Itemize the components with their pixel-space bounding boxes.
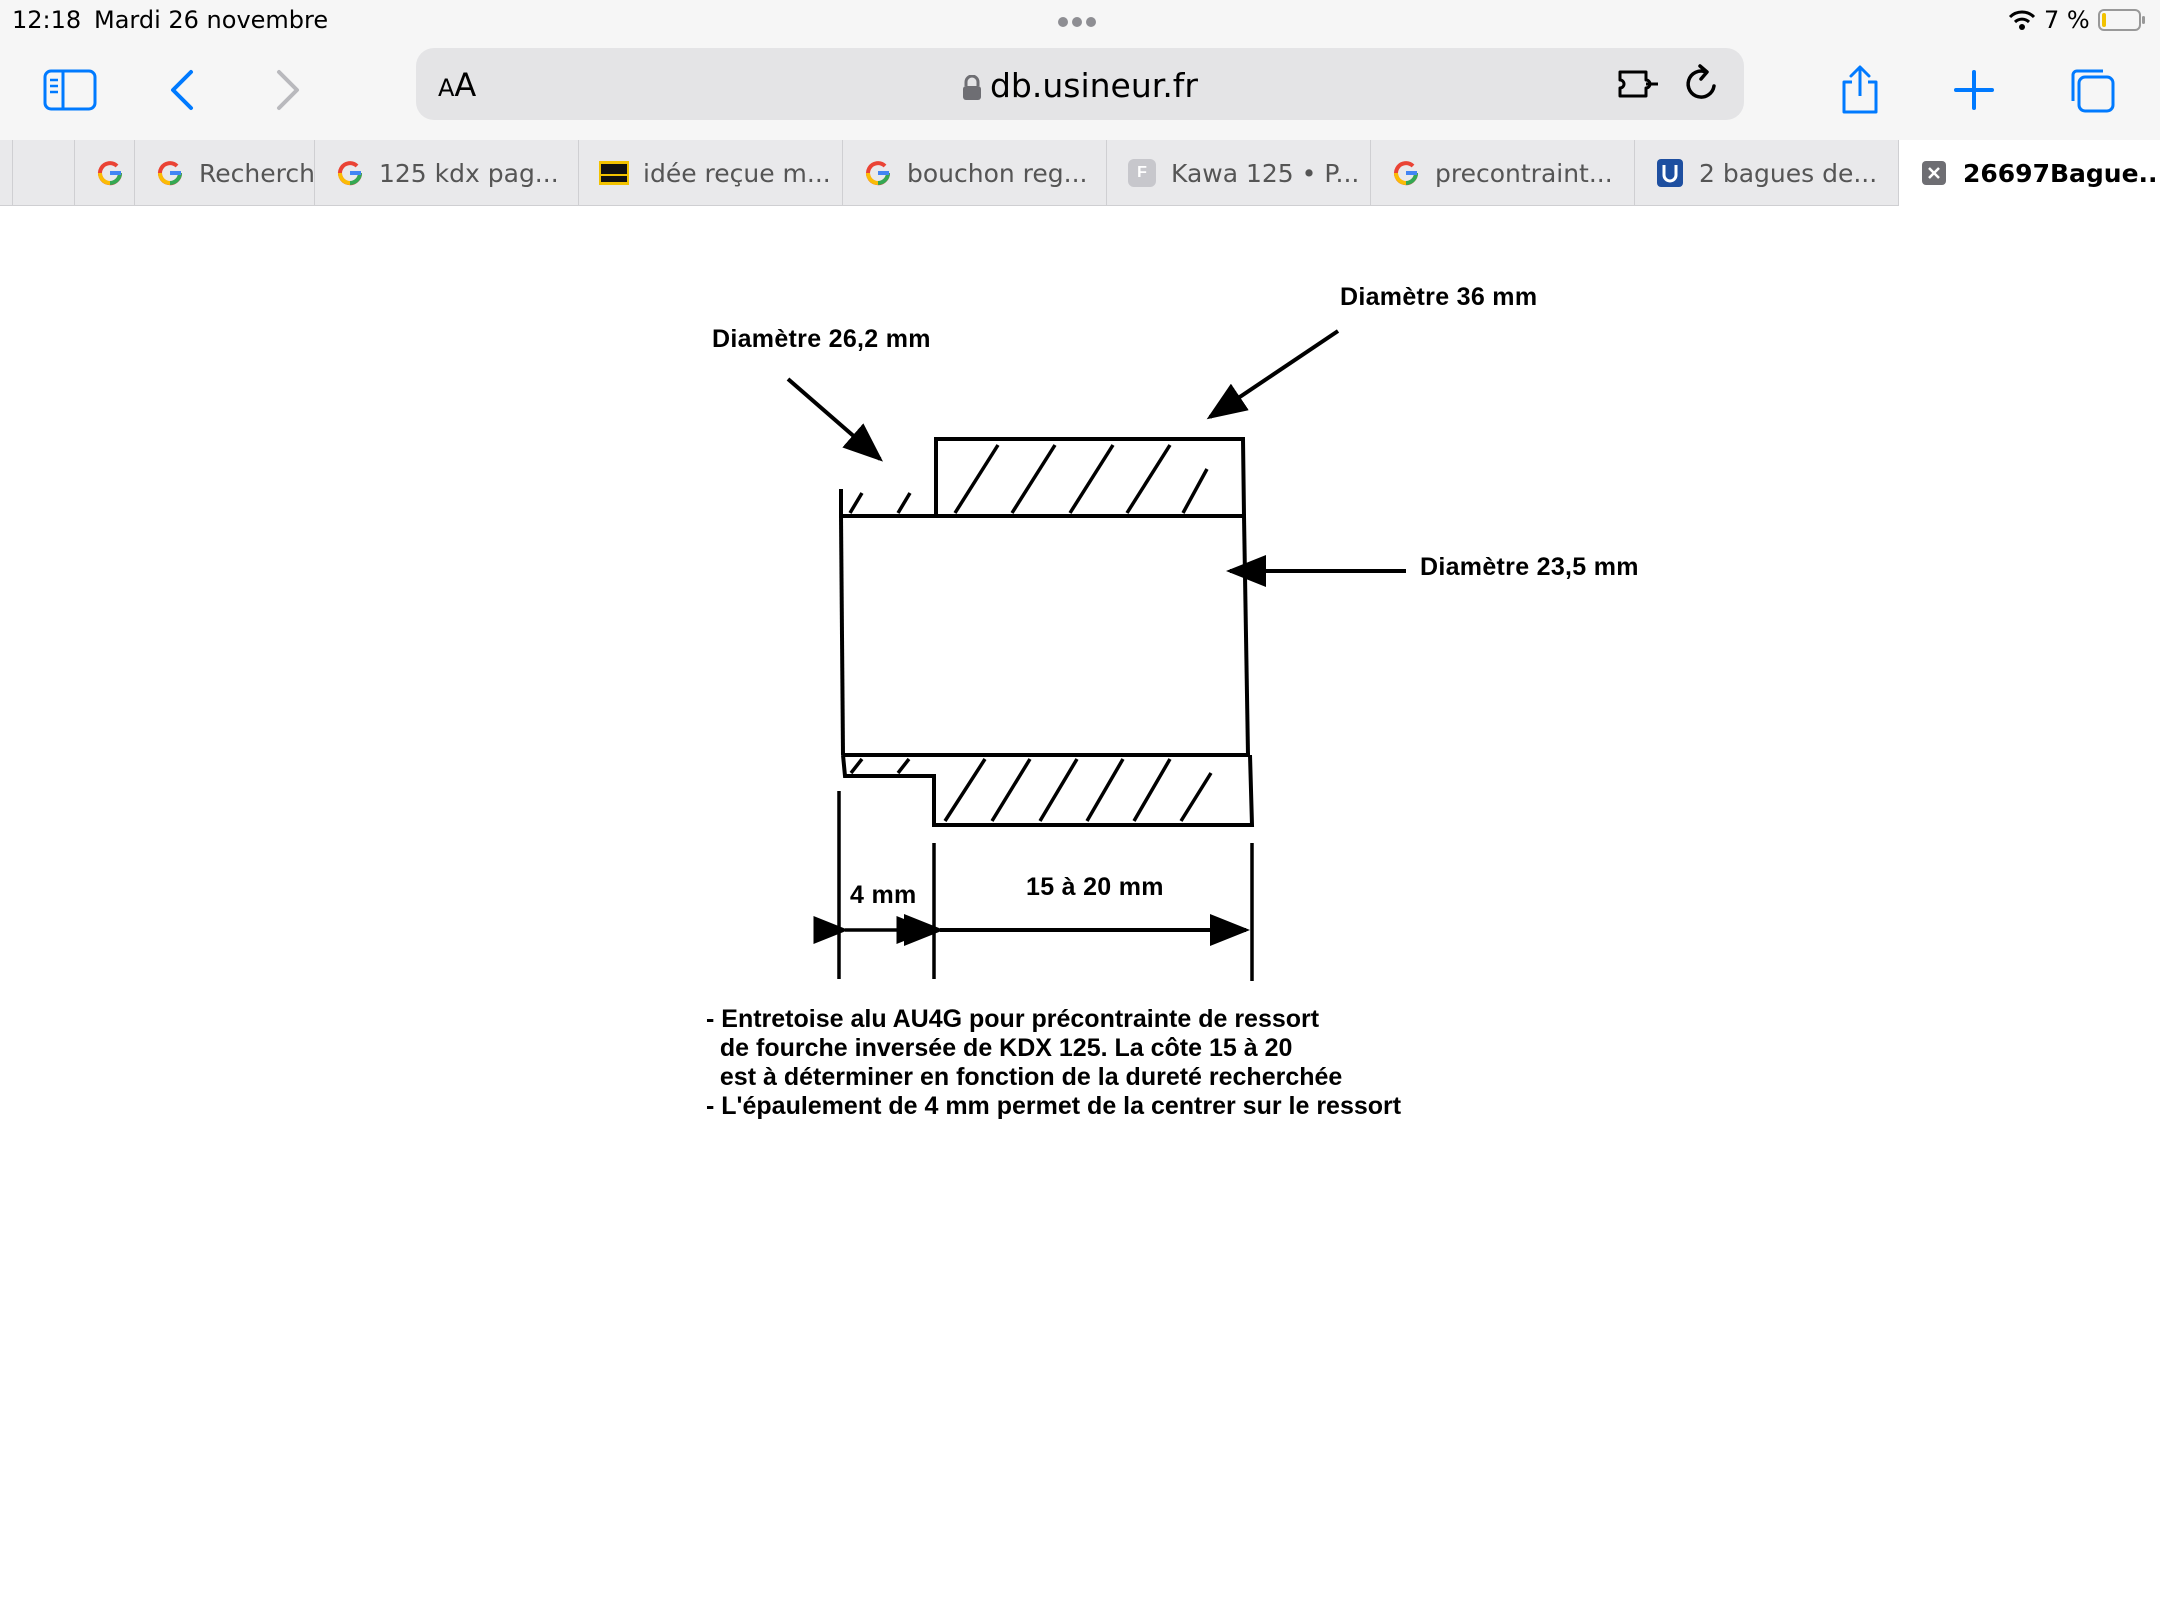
- tab-5[interactable]: bouchon reg...: [842, 140, 1106, 206]
- reader-options-button[interactable]: AA: [438, 66, 477, 104]
- extensions-icon[interactable]: [1616, 62, 1662, 106]
- tab-overview-icon[interactable]: [2060, 58, 2124, 122]
- google-icon: [335, 158, 365, 188]
- tab-0[interactable]: [12, 140, 58, 206]
- google-icon: [95, 158, 125, 188]
- tab-8[interactable]: 2 bagues de...: [1634, 140, 1898, 206]
- label-inner-diameter: Diamètre 23,5 mm: [1420, 553, 1639, 581]
- forward-icon[interactable]: [256, 58, 320, 122]
- tab-6[interactable]: F Kawa 125 • P...: [1106, 140, 1370, 206]
- tab-title: bouchon reg...: [907, 158, 1088, 188]
- tab-title: Kawa 125 • P...: [1171, 158, 1360, 188]
- tab-bar: Recherch 125 kdx pag... idée reçue m...: [0, 140, 2160, 206]
- tab-3[interactable]: 125 kdx pag...: [314, 140, 578, 206]
- reload-icon[interactable]: [1682, 62, 1722, 106]
- status-date: Mardi 26 novembre: [94, 6, 329, 34]
- google-icon: [155, 158, 185, 188]
- drawing-caption: - Entretoise alu AU4G pour précontrainte…: [706, 1005, 1402, 1120]
- tab-4[interactable]: idée reçue m...: [578, 140, 842, 206]
- usineur-icon: [1655, 158, 1685, 188]
- browser-toolbar: AA db.usineur.fr: [0, 40, 2160, 140]
- google-icon: [1391, 158, 1421, 188]
- tab-9-active[interactable]: 26697Bague...: [1898, 140, 2160, 206]
- back-icon[interactable]: [150, 58, 214, 122]
- new-tab-icon[interactable]: [1942, 58, 2006, 122]
- google-icon: [863, 158, 893, 188]
- address-bar[interactable]: AA db.usineur.fr: [416, 48, 1744, 120]
- url-text: db.usineur.fr: [989, 66, 1198, 105]
- tab-7[interactable]: precontraint...: [1370, 140, 1634, 206]
- tab-title: idée reçue m...: [643, 158, 831, 188]
- battery-icon: [2098, 9, 2145, 31]
- tab-title: 125 kdx pag...: [379, 158, 559, 188]
- label-shoulder-diameter: Diamètre 26,2 mm: [712, 325, 931, 353]
- url-field[interactable]: db.usineur.fr: [416, 66, 1744, 105]
- tab-1[interactable]: [74, 140, 134, 206]
- tab-title: 26697Bague...: [1963, 158, 2160, 188]
- tab-title: precontraint...: [1435, 158, 1613, 188]
- battery-percentage: 7 %: [2044, 6, 2090, 34]
- spacer-drawing: [786, 329, 1406, 981]
- bookmark-icon: [55, 158, 58, 188]
- status-time: 12:18: [12, 6, 82, 34]
- page-content: Diamètre 36 mm Diamètre 26,2 mm Diamètre…: [0, 207, 2160, 1620]
- label-shoulder-length: 4 mm: [850, 881, 917, 909]
- lock-icon: [962, 74, 981, 100]
- multitasking-dots-icon[interactable]: [1058, 14, 1102, 27]
- sidebar-icon[interactable]: [38, 58, 102, 122]
- label-outer-diameter: Diamètre 36 mm: [1340, 283, 1538, 311]
- tab-2[interactable]: Recherch: [134, 140, 314, 206]
- letter-f-icon: F: [1127, 158, 1157, 188]
- moto-station-icon: [599, 158, 629, 188]
- tab-title: Recherch: [199, 158, 314, 188]
- share-icon[interactable]: [1828, 58, 1892, 122]
- status-bar: 12:18 Mardi 26 novembre 7 %: [0, 0, 2160, 40]
- close-icon[interactable]: [1919, 158, 1949, 188]
- tab-title: 2 bagues de...: [1699, 158, 1878, 188]
- label-body-length: 15 à 20 mm: [1026, 873, 1164, 901]
- wifi-icon: [2008, 10, 2036, 30]
